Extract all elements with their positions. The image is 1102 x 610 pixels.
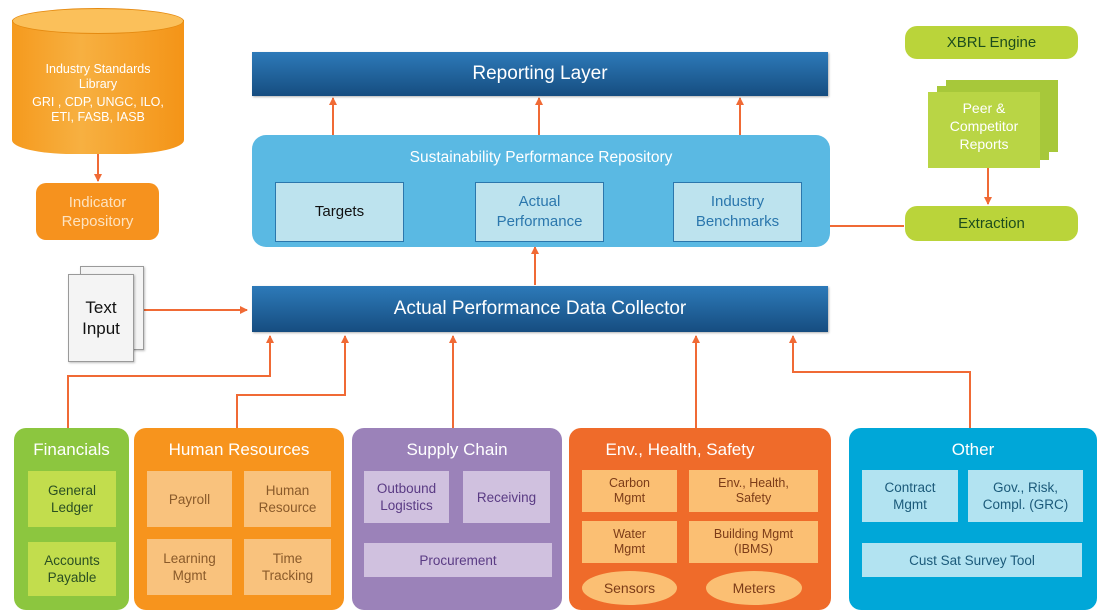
other-title: Other xyxy=(951,440,995,459)
ehs-title: Env., Health, Safety xyxy=(605,440,755,459)
learning-mgmt: Learning Mgmt xyxy=(147,539,232,595)
outbound-logistics: Outbound Logistics xyxy=(364,471,449,523)
targets-box: Targets xyxy=(275,182,404,242)
text-input: Text Input xyxy=(68,274,134,362)
actual-performance-box: Actual Performance xyxy=(475,182,604,242)
water-mgmt: Water Mgmt xyxy=(582,521,677,563)
text-input-label: Text Input xyxy=(82,298,120,338)
library-title: Industry Standards Library xyxy=(45,62,151,91)
financials-title: Financials xyxy=(33,440,110,459)
accounts-payable: Accounts Payable xyxy=(28,542,116,596)
data-collector: Actual Performance Data Collector xyxy=(252,286,828,332)
reporting-layer: Reporting Layer xyxy=(252,52,828,96)
human-resource: Human Resource xyxy=(244,471,331,527)
contract-mgmt: Contract Mgmt xyxy=(862,470,958,522)
industry-standards-library xyxy=(12,20,184,154)
repository-title: Sustainability Performance Repository xyxy=(409,149,673,166)
building-mgmt: Building Mgmt (IBMS) xyxy=(689,521,818,563)
extraction: Extraction xyxy=(905,206,1078,241)
payroll: Payroll xyxy=(147,471,232,527)
cust-sat-survey-tool: Cust Sat Survey Tool xyxy=(862,543,1082,577)
human-resources-title: Human Resources xyxy=(168,440,310,459)
cylinder-top xyxy=(12,8,184,34)
sensors: Sensors xyxy=(582,571,677,605)
xbrl-engine: XBRL Engine xyxy=(905,26,1078,59)
indicator-repository: Indicator Repository xyxy=(36,183,159,240)
time-tracking: Time Tracking xyxy=(244,539,331,595)
env-health-safety-cell: Env., Health, Safety xyxy=(689,470,818,512)
library-text: Industry Standards Library GRI , CDP, UN… xyxy=(18,62,178,125)
grc: Gov., Risk, Compl. (GRC) xyxy=(968,470,1083,522)
industry-benchmarks-box: Industry Benchmarks xyxy=(673,182,802,242)
supply-chain-title: Supply Chain xyxy=(406,440,508,459)
carbon-mgmt: Carbon Mgmt xyxy=(582,470,677,512)
procurement: Procurement xyxy=(364,543,552,577)
library-standards: GRI , CDP, UNGC, ILO, ETI, FASB, IASB xyxy=(32,95,164,124)
meters: Meters xyxy=(706,571,802,605)
general-ledger: General Ledger xyxy=(28,471,116,527)
peer-reports: Peer & Competitor Reports xyxy=(928,92,1040,168)
receiving: Receiving xyxy=(463,471,550,523)
